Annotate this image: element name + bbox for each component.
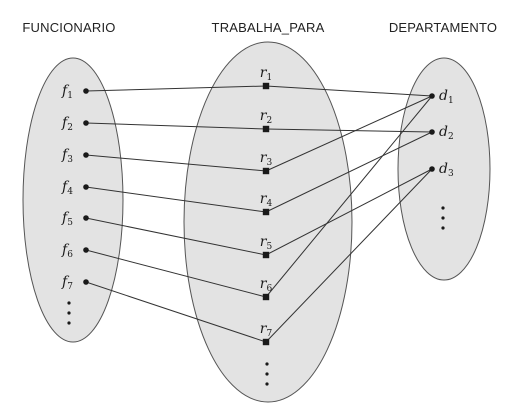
funcionario-label-f3: f3 (61, 147, 73, 165)
link-f1-r1 (85, 85, 267, 92)
trabalha-para-title: TRABALHA_PARA (212, 20, 325, 35)
trabalha-para-marker-r4 (262, 208, 270, 216)
link-r6-d1 (265, 95, 433, 298)
funcionario-label-f5: f5 (61, 210, 73, 228)
departamento-title: DEPARTAMENTO (389, 20, 497, 35)
link-f4-r4 (85, 186, 267, 213)
funcionario-marker-f1 (83, 88, 89, 94)
trabalha-para-marker-r5 (262, 251, 270, 259)
link-r3-d1 (265, 95, 433, 172)
link-f3-r3 (85, 154, 267, 172)
funcionario-marker-f7 (83, 279, 89, 285)
funcionario-marker-f3 (83, 152, 89, 158)
funcionario-marker-f4 (83, 184, 89, 190)
funcionario-label-f4: f4 (61, 179, 73, 197)
link-f6-r6 (85, 249, 267, 298)
funcionario-set-ellipse (22, 57, 124, 343)
funcionario-more-ellipsis (67, 301, 71, 325)
trabalha-para-label-r7: r7 (260, 321, 273, 339)
trabalha-para-label-r4: r4 (260, 191, 273, 209)
departamento-label-d3: d3 (439, 161, 454, 179)
relationship-links (85, 85, 433, 343)
link-f7-r7 (85, 281, 267, 343)
funcionario-marker-f6 (83, 247, 89, 253)
funcionario-label-f7: f7 (61, 274, 73, 292)
set-elements: f1 f2 f3 f4 f5 f6 f7 r1 r2 r3 r4 r5 r6 r7 d1 d2 d3 (61, 65, 454, 346)
link-r7-d3 (265, 168, 433, 343)
link-f2-r2 (85, 122, 267, 130)
departamento-marker-d2 (429, 129, 435, 135)
trabalha-para-set-ellipse (183, 41, 353, 403)
trabalha-para-marker-r6 (262, 293, 270, 301)
departamento-marker-d3 (429, 166, 435, 172)
funcionario-label-f1: f1 (61, 83, 73, 101)
trabalha-para-marker-r7 (262, 338, 270, 346)
funcionario-marker-f2 (83, 120, 89, 126)
departamento-more-ellipsis (441, 206, 445, 230)
trabalha-para-label-r6: r6 (260, 276, 273, 294)
trabalha-para-marker-r2 (262, 125, 270, 133)
trabalha-para-label-r5: r5 (260, 234, 273, 252)
trabalha-para-label-r1: r1 (260, 65, 272, 83)
trabalha-para-more-ellipsis (265, 362, 269, 386)
funcionario-label-f6: f6 (61, 242, 73, 260)
trabalha-para-marker-r3 (262, 167, 270, 175)
departamento-label-d2: d2 (439, 124, 454, 142)
link-r4-d2 (265, 131, 433, 213)
trabalha-para-label-r2: r2 (260, 108, 272, 126)
link-r2-d2 (265, 128, 433, 133)
departamento-set-ellipse (397, 57, 491, 281)
funcionario-title: FUNCIONARIO (22, 20, 115, 35)
departamento-label-d1: d1 (439, 88, 454, 106)
link-f5-r5 (85, 217, 267, 256)
funcionario-label-f2: f2 (61, 115, 73, 133)
funcionario-marker-f5 (83, 215, 89, 221)
departamento-marker-d1 (429, 93, 435, 99)
trabalha-para-label-r3: r3 (260, 150, 273, 168)
link-r5-d3 (265, 168, 433, 256)
trabalha-para-marker-r1 (262, 82, 270, 90)
link-r1-d1 (265, 85, 433, 97)
